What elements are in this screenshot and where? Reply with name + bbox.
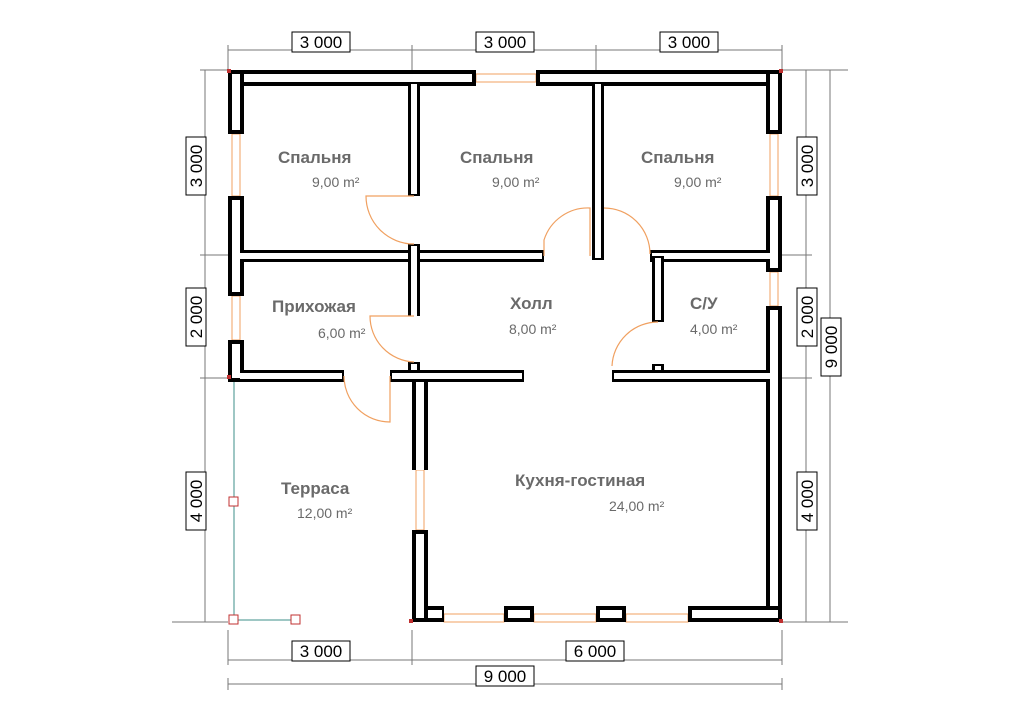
dimension-label: 2 000 <box>798 296 817 339</box>
dimension-label: 6 000 <box>574 642 617 661</box>
room-area: 9,00 m² <box>312 174 360 190</box>
walls <box>228 70 782 622</box>
door-hallway <box>369 315 415 363</box>
room-name: С/У <box>690 294 718 313</box>
room-labels: Спальня 9,00 m² Спальня 9,00 m² Спальня … <box>272 148 738 521</box>
dimension-label: 4 000 <box>187 480 206 523</box>
terrace-railing <box>228 378 301 625</box>
door-bedroom-3 <box>603 207 651 255</box>
window <box>231 295 241 341</box>
window <box>625 613 689 623</box>
room-area: 8,00 m² <box>509 321 557 337</box>
dimension-label: 9 000 <box>484 667 527 686</box>
window <box>443 613 505 623</box>
door-bedroom-2 <box>543 207 591 256</box>
door-bathroom <box>611 321 659 367</box>
terrace-post <box>290 614 301 625</box>
dimension-label: 3 000 <box>668 33 711 52</box>
room-name: Холл <box>510 294 553 313</box>
dimension-label: 3 000 <box>187 145 206 188</box>
dimension-label: 3 000 <box>300 642 343 661</box>
room-area: 6,00 m² <box>318 325 366 341</box>
terrace-post <box>228 614 239 625</box>
window <box>415 469 425 531</box>
room-name: Терраса <box>281 479 350 498</box>
window <box>769 271 779 307</box>
dimension-label: 3 000 <box>484 33 527 52</box>
window <box>769 133 779 197</box>
window <box>475 73 537 83</box>
room-area: 12,00 m² <box>297 505 353 521</box>
corner-markers <box>227 69 783 623</box>
dimension-label: 3 000 <box>798 145 817 188</box>
window <box>533 613 597 623</box>
room-name: Спальня <box>641 148 714 167</box>
room-area: 4,00 m² <box>690 321 738 337</box>
room-name: Спальня <box>460 148 533 167</box>
terrace-post <box>228 496 239 507</box>
dimension-labels: 3 000 3 000 3 000 3 000 6 000 9 000 3 00… <box>185 31 842 687</box>
dimension-label: 4 000 <box>798 480 817 523</box>
room-name: Кухня-гостиная <box>515 471 645 490</box>
dimension-label: 9 000 <box>822 326 841 369</box>
room-name: Прихожая <box>272 297 356 316</box>
dimension-label: 3 000 <box>300 33 343 52</box>
room-name: Спальня <box>278 148 351 167</box>
dimension-lines <box>172 45 848 690</box>
window <box>231 133 241 197</box>
door-bedroom-1 <box>365 195 415 245</box>
room-area: 9,00 m² <box>674 174 722 190</box>
room-area: 24,00 m² <box>609 498 665 514</box>
dimension-label: 2 000 <box>187 296 206 339</box>
door-terrace <box>343 375 391 423</box>
doors <box>343 195 659 423</box>
room-area: 9,00 m² <box>492 174 540 190</box>
